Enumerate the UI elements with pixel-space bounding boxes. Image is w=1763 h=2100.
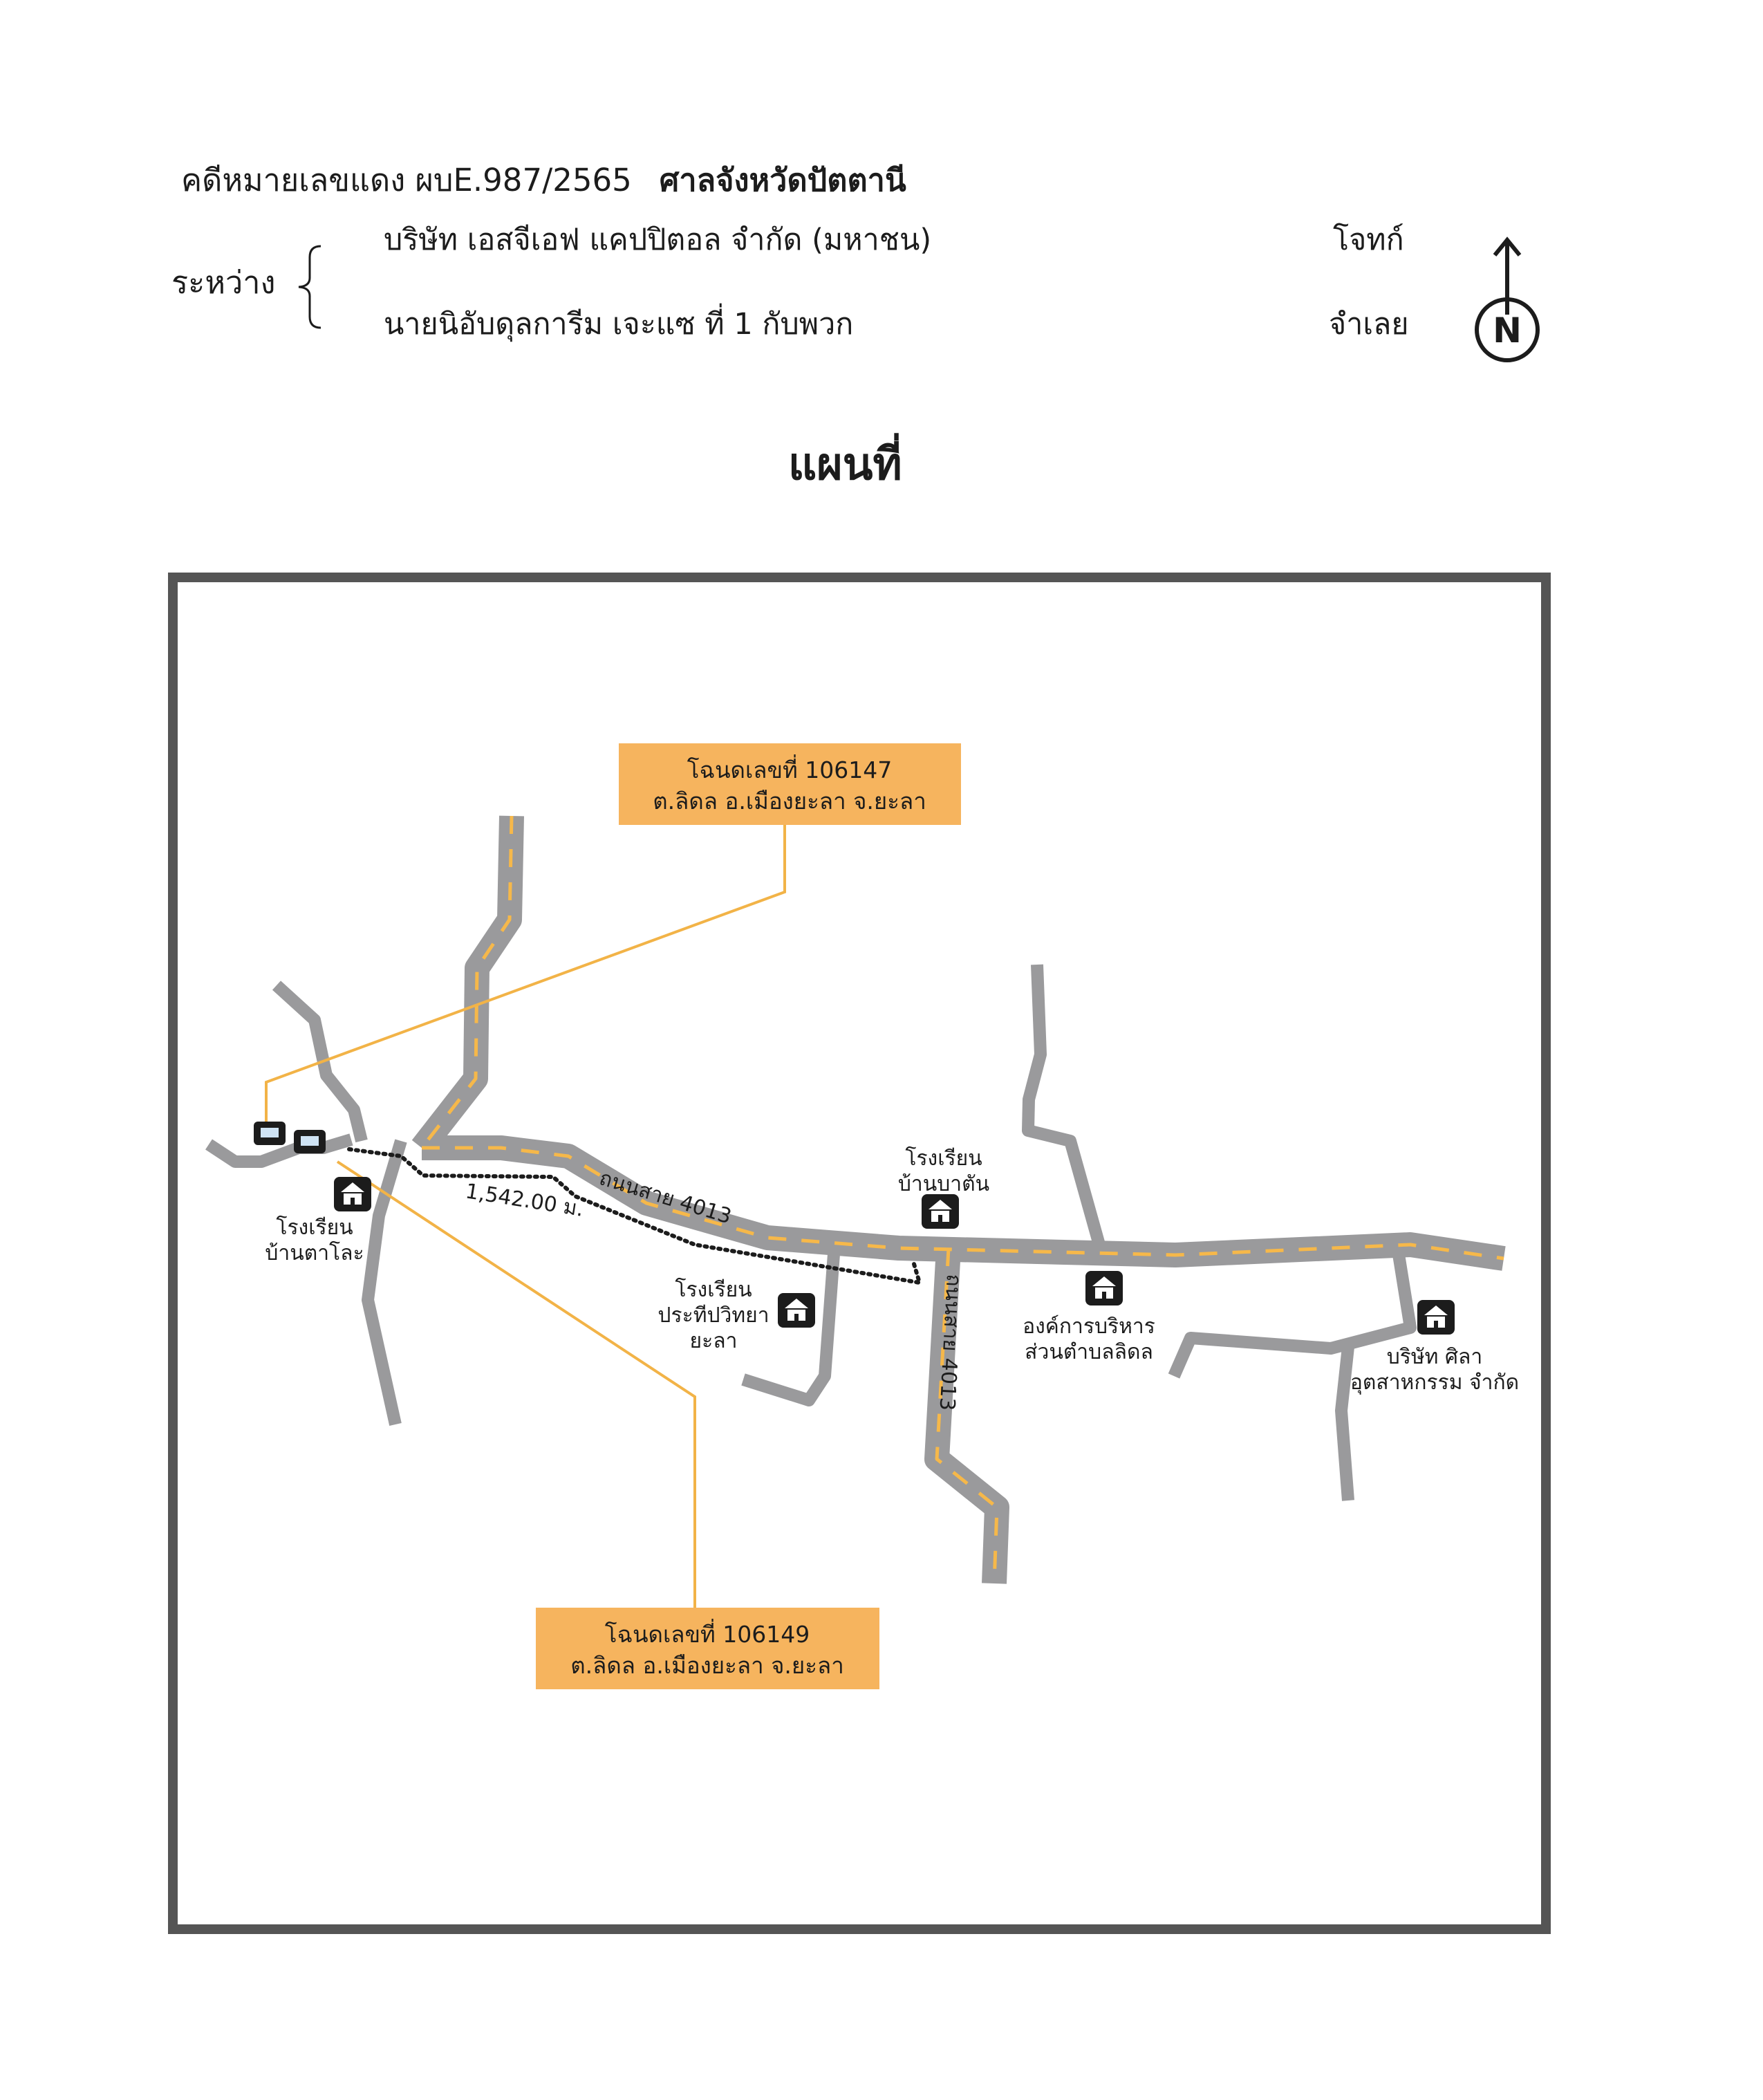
tambon-office-label-1: องค์การบริหาร: [1023, 1314, 1155, 1339]
distance-path: [347, 1147, 923, 1285]
land-parcels: [254, 1122, 326, 1153]
landmark-labels: โรงเรียน บ้านตาโละ โรงเรียน บ้านบาตัน โร…: [265, 1146, 1519, 1395]
minor-road-south-middle: [741, 1244, 841, 1406]
minor-road-north-east: [1022, 964, 1106, 1247]
minor-roads: [205, 964, 1417, 1501]
minor-road-company-spur: [1335, 1346, 1354, 1501]
tambon-office-building-icon: [1085, 1271, 1123, 1305]
map-frame: [168, 573, 1551, 1934]
distance-label: 1,542.00 ม.: [464, 1179, 586, 1222]
deed-bottom-line-1: โฉนดเลขที่ 106149: [605, 1619, 810, 1648]
school-tala-label-2: บ้านตาโละ: [265, 1241, 364, 1265]
sila-company-label-2: อุตสาหกรรม จำกัด: [1350, 1370, 1519, 1395]
school-prateep-label-3: ยะลา: [690, 1329, 738, 1353]
school-prateep-label-2: ประทีปวิทยา: [657, 1303, 769, 1328]
callout-leaders: [265, 825, 786, 1608]
parcel-106149: [294, 1130, 326, 1153]
deed-bottom-line-2: ต.ลิดล อ.เมืองยะลา จ.ยะลา: [570, 1652, 844, 1679]
defendant-role: จำเลย: [1329, 307, 1409, 342]
deed-top-line-1: โฉนดเลขที่ 106147: [687, 754, 892, 783]
deed-callout-top: โฉนดเลขที่ 106147 ต.ลิดล อ.เมืองยะลา จ.ย…: [619, 743, 961, 825]
leader-top: [265, 825, 786, 1124]
compass-letter: N: [1493, 310, 1522, 351]
minor-road-northwest: [272, 981, 368, 1143]
map-title: แผนที่: [788, 439, 902, 490]
school-batan-label-1: โรงเรียน: [905, 1146, 982, 1171]
minor-road-south-west: [362, 1139, 407, 1426]
defendant-name: นายนิอับดุลการีม เจะแซ ที่ 1 กับพวก: [384, 307, 854, 342]
north-arrow-icon: N: [1475, 236, 1540, 362]
school-tala-label-1: โรงเรียน: [276, 1215, 353, 1240]
deed-callout-bottom: โฉนดเลขที่ 106149 ต.ลิดล อ.เมืองยะลา จ.ย…: [536, 1608, 879, 1689]
leader-bottom: [336, 1160, 696, 1608]
tambon-office-label-2: ส่วนตำบลลิดล: [1025, 1340, 1153, 1364]
school-prateep-building-icon: [778, 1293, 815, 1328]
deed-top-line-2: ต.ลิดล อ.เมืองยะลา จ.ยะลา: [653, 788, 926, 815]
school-tala-building-icon: [334, 1177, 371, 1211]
road-north-dash: [420, 815, 514, 1149]
road-main-dash: [422, 1146, 1504, 1261]
highway-4013: [411, 815, 1506, 1584]
minor-road-west-stub: [205, 1133, 353, 1168]
minor-road-south-east: [1168, 1249, 1417, 1379]
school-batan-building-icon: [922, 1194, 959, 1229]
sila-company-building-icon: [1417, 1300, 1455, 1335]
building-icons: [334, 1177, 1455, 1335]
case-header: คดีหมายเลขแดง ผบE.987/2565 ศาลจังหวัดปัตต…: [181, 165, 906, 196]
school-batan-label-2: บ้านบาตัน: [898, 1172, 989, 1196]
court-name: ศาลจังหวัดปัตตานี: [659, 162, 906, 198]
road-north: [411, 815, 524, 1156]
case-number: คดีหมายเลขแดง ผบE.987/2565: [181, 162, 632, 198]
between-label: ระหว่าง: [171, 264, 276, 301]
brace-icon: [298, 245, 321, 329]
plaintiff-name: บริษัท เอสจีเอฟ แคปปิตอล จำกัด (มหาชน): [384, 223, 932, 257]
plaintiff-role: โจทก์: [1333, 223, 1404, 257]
road-south-dash: [935, 1247, 999, 1584]
parcel-106147: [254, 1122, 286, 1145]
school-prateep-label-1: โรงเรียน: [675, 1277, 752, 1302]
sila-company-label-1: บริษัท ศิลา: [1387, 1345, 1483, 1369]
